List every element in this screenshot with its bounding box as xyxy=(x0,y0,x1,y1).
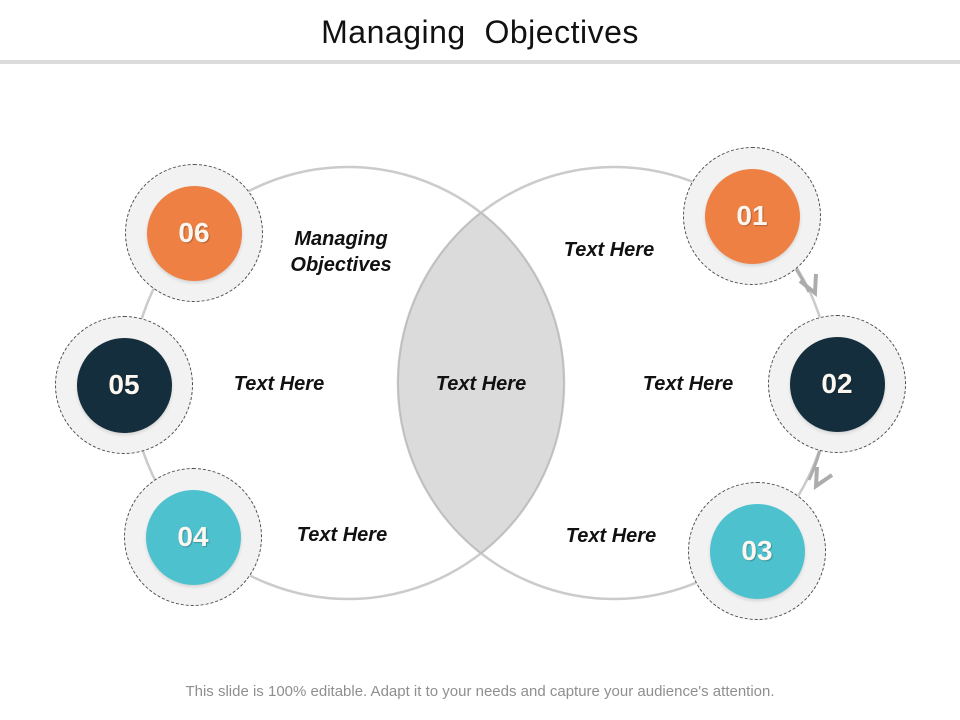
label-step-06[interactable]: Managing Objectives xyxy=(290,228,392,276)
node-step-04[interactable]: 04 xyxy=(124,468,262,606)
node-step-01-number: 01 xyxy=(736,200,768,231)
node-step-04-number: 04 xyxy=(177,521,209,552)
node-step-06[interactable]: 06 xyxy=(125,164,263,302)
node-step-01[interactable]: 01 xyxy=(683,147,821,285)
node-step-04-circle[interactable]: 04 xyxy=(145,489,241,585)
label-step-01[interactable]: Text Here xyxy=(563,239,655,261)
node-step-03-circle[interactable]: 03 xyxy=(709,503,805,599)
node-step-01-circle[interactable]: 01 xyxy=(704,168,800,264)
label-step-03[interactable]: Text Here xyxy=(565,525,657,547)
node-step-06-circle[interactable]: 06 xyxy=(146,185,242,281)
node-step-05[interactable]: 05 xyxy=(55,316,193,454)
node-step-06-number: 06 xyxy=(178,217,210,248)
node-step-05-number: 05 xyxy=(108,369,140,400)
node-step-03[interactable]: 03 xyxy=(688,482,826,620)
node-step-03-number: 03 xyxy=(741,535,773,566)
node-step-02[interactable]: 02 xyxy=(768,315,906,453)
title-divider xyxy=(0,60,960,64)
node-step-05-circle[interactable]: 05 xyxy=(76,337,172,433)
label-step-04[interactable]: Text Here xyxy=(296,524,388,546)
editable-note: This slide is 100% editable. Adapt it to… xyxy=(185,683,775,700)
node-step-02-number: 02 xyxy=(821,368,853,399)
label-center-intersection[interactable]: Text Here xyxy=(435,373,527,395)
slide-title[interactable]: Managing Objectives xyxy=(321,14,639,50)
node-step-02-circle[interactable]: 02 xyxy=(789,336,885,432)
arrow-02-03-head-icon xyxy=(813,466,834,490)
label-step-02[interactable]: Text Here xyxy=(642,373,734,395)
label-step-05[interactable]: Text Here xyxy=(233,373,325,395)
arrow-01-02-head-icon xyxy=(798,273,818,297)
venn-intersection-lens xyxy=(397,212,565,554)
